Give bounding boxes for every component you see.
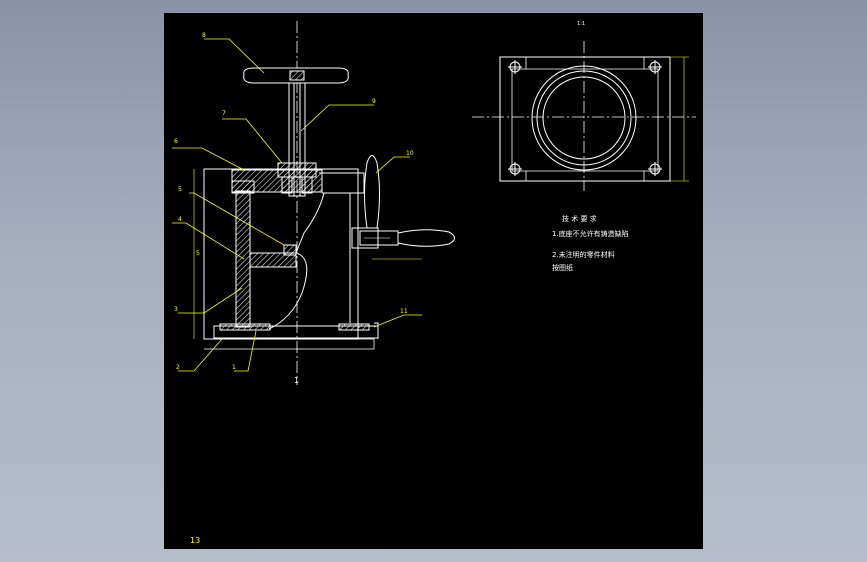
side-handle [359, 230, 399, 246]
part-label-4: 4 [178, 216, 182, 223]
mounting-holes [508, 60, 662, 176]
drawing-sheet[interactable]: 8 9 7 6 5 4 3 2 1 10 11 5 1 1:1 [164, 13, 703, 549]
part-label-2: 2 [176, 364, 180, 371]
part-label-5: 5 [178, 186, 182, 193]
left-wall [235, 190, 251, 328]
tech-requirements: 技 术 要 求 1.底座不允许有铸造缺陷 2.未注明的零件材料 按图纸 [552, 214, 629, 272]
plan-view: 1:1 [472, 21, 696, 191]
handwheel-hub [289, 70, 305, 81]
sheet-number: 13 [190, 536, 200, 545]
lever-upright [364, 155, 380, 229]
plan-view-title: 1:1 [577, 21, 585, 27]
part-label-6: 6 [174, 138, 178, 145]
tech-req-line-1: 1.底座不允许有铸造缺陷 [552, 229, 629, 238]
leader-lines [172, 38, 422, 372]
part-labels: 8 9 7 6 5 4 3 2 1 10 11 5 [174, 32, 414, 371]
plan-outer-frame [499, 56, 671, 182]
part-label-1: 1 [232, 364, 236, 371]
part-label-7: 7 [222, 110, 226, 117]
dimension-label: 5 [196, 250, 200, 257]
assembly-drawing: 8 9 7 6 5 4 3 2 1 10 11 5 1 1:1 [172, 21, 696, 545]
cutaway-curve [268, 252, 308, 330]
part-label-11: 11 [400, 308, 408, 315]
part-label-9: 9 [372, 98, 376, 105]
tech-req-line-2b: 按图纸 [552, 263, 573, 272]
part-label-3: 3 [174, 306, 178, 313]
part-label-10: 10 [406, 150, 414, 157]
section-marker: 1 [294, 376, 299, 385]
screw-stem [288, 82, 306, 197]
part-label-8: 8 [202, 32, 206, 39]
tech-req-title: 技 术 要 求 [562, 214, 597, 223]
middle-shelf [249, 252, 297, 268]
plan-outer-circle [531, 65, 637, 171]
section-view [203, 21, 455, 385]
tech-req-line-2a: 2.未注明的零件材料 [552, 250, 615, 259]
